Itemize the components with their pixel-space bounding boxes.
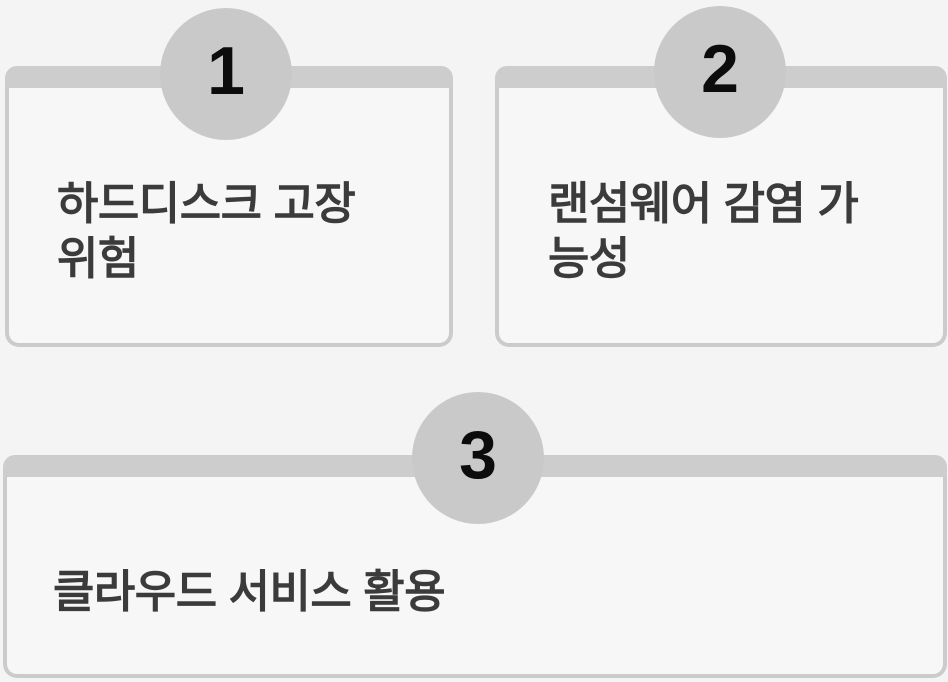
card-title-line: 위험 [57, 233, 139, 284]
card-body: 하드디스크 고장 위험 [5, 88, 453, 347]
card-title: 클라우드 서비스 활용 [53, 564, 913, 619]
step-card-3: 3 클라우드 서비스 활용 [3, 392, 947, 678]
step-number: 2 [701, 31, 739, 107]
step-number-badge: 3 [412, 392, 544, 524]
step-card-2: 2 랜섬웨어 감염 가 능성 [495, 6, 947, 347]
step-number-badge: 2 [654, 6, 786, 138]
step-card-1: 1 하드디스크 고장 위험 [5, 8, 453, 347]
card-title: 하드디스크 고장 위험 [57, 176, 421, 286]
card-title-line: 하드디스크 고장 [57, 178, 356, 229]
card-title-line: 능성 [548, 233, 630, 284]
step-number-badge: 1 [160, 8, 292, 140]
card-title: 랜섬웨어 감염 가 능성 [548, 176, 923, 286]
step-number: 1 [207, 33, 245, 109]
card-title-line: 랜섬웨어 감염 가 [548, 178, 859, 229]
step-number: 3 [459, 417, 497, 493]
card-title-line: 클라우드 서비스 활용 [53, 566, 446, 617]
